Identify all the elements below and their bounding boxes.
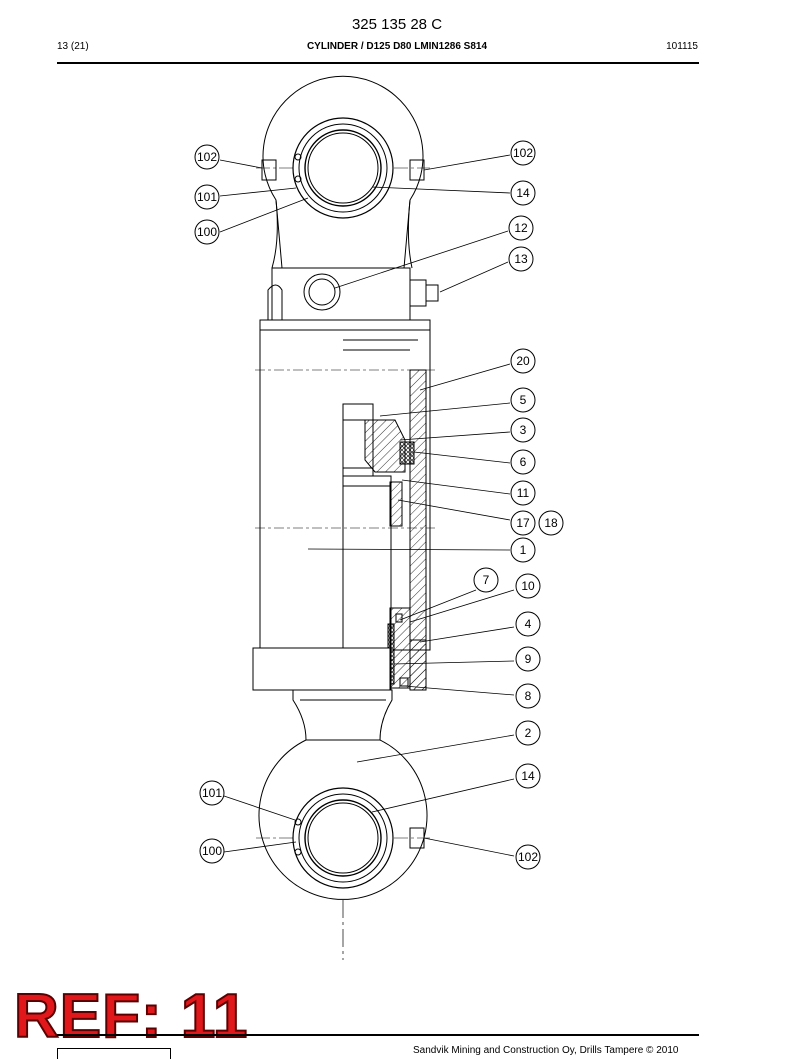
svg-text:1: 1 — [520, 543, 527, 557]
footer-rule — [57, 1034, 699, 1036]
callout-1: 1 — [510, 537, 536, 563]
svg-text:2: 2 — [525, 726, 532, 740]
svg-text:101: 101 — [202, 786, 222, 800]
svg-text:7: 7 — [483, 573, 490, 587]
callout-100: 100 — [194, 219, 220, 245]
svg-text:11: 11 — [517, 486, 530, 500]
callout-10: 10 — [515, 573, 541, 599]
callout-7: 7 — [473, 567, 499, 593]
callout-2: 2 — [515, 720, 541, 746]
svg-text:20: 20 — [516, 354, 530, 368]
svg-text:18: 18 — [544, 516, 558, 530]
callout-9: 9 — [515, 646, 541, 672]
svg-text:14: 14 — [521, 769, 535, 783]
document-number: 325 135 28 C — [351, 16, 443, 33]
callout-102: 102 — [515, 844, 541, 870]
document-code: 101115 — [666, 41, 698, 52]
svg-text:10: 10 — [521, 579, 535, 593]
reference-stamp: REF: 11 — [13, 982, 249, 1051]
svg-text:8: 8 — [525, 689, 532, 703]
page-number: 13 (21) — [57, 41, 89, 52]
svg-text:14: 14 — [516, 186, 530, 200]
svg-text:101: 101 — [197, 190, 217, 204]
callout-13: 13 — [508, 246, 534, 272]
svg-text:102: 102 — [518, 850, 538, 864]
callout-3: 3 — [510, 417, 536, 443]
callout-101: 101 — [199, 780, 225, 806]
svg-text:4: 4 — [525, 617, 532, 631]
callout-12: 12 — [508, 215, 534, 241]
header-rule — [57, 62, 699, 64]
callout-20: 20 — [510, 348, 536, 374]
callout-102: 102 — [194, 144, 220, 170]
callout-5: 5 — [510, 387, 536, 413]
svg-text:12: 12 — [514, 221, 528, 235]
callout-102: 102 — [510, 140, 536, 166]
svg-text:6: 6 — [520, 455, 527, 469]
svg-text:13: 13 — [514, 252, 528, 266]
svg-text:100: 100 — [202, 844, 222, 858]
callout-6: 6 — [510, 449, 536, 475]
callout-11: 11 — [510, 480, 536, 506]
callout-18: 18 — [538, 510, 564, 536]
bottom-eye — [256, 739, 430, 900]
callout-17: 17 — [510, 510, 536, 536]
svg-text:100: 100 — [197, 225, 217, 239]
port-block — [267, 267, 439, 606]
svg-text:102: 102 — [197, 150, 217, 164]
callout-100: 100 — [199, 838, 225, 864]
sandvik-logo — [57, 1048, 171, 1059]
callout-14: 14 — [515, 763, 541, 789]
svg-text:3: 3 — [520, 423, 527, 437]
callout-14: 14 — [510, 180, 536, 206]
footer-copyright: Sandvik Mining and Construction Oy, Dril… — [413, 1045, 679, 1056]
svg-text:5: 5 — [520, 393, 527, 407]
top-eye — [256, 75, 430, 269]
page-title: CYLINDER / D125 D80 LMIN1286 S814 — [306, 41, 488, 52]
svg-text:17: 17 — [516, 516, 530, 530]
rod-end — [292, 689, 393, 741]
svg-text:102: 102 — [513, 146, 533, 160]
callout-8: 8 — [515, 683, 541, 709]
callout-4: 4 — [515, 611, 541, 637]
svg-text:9: 9 — [525, 652, 532, 666]
cylinder-barrel — [252, 319, 435, 691]
callout-101: 101 — [194, 184, 220, 210]
